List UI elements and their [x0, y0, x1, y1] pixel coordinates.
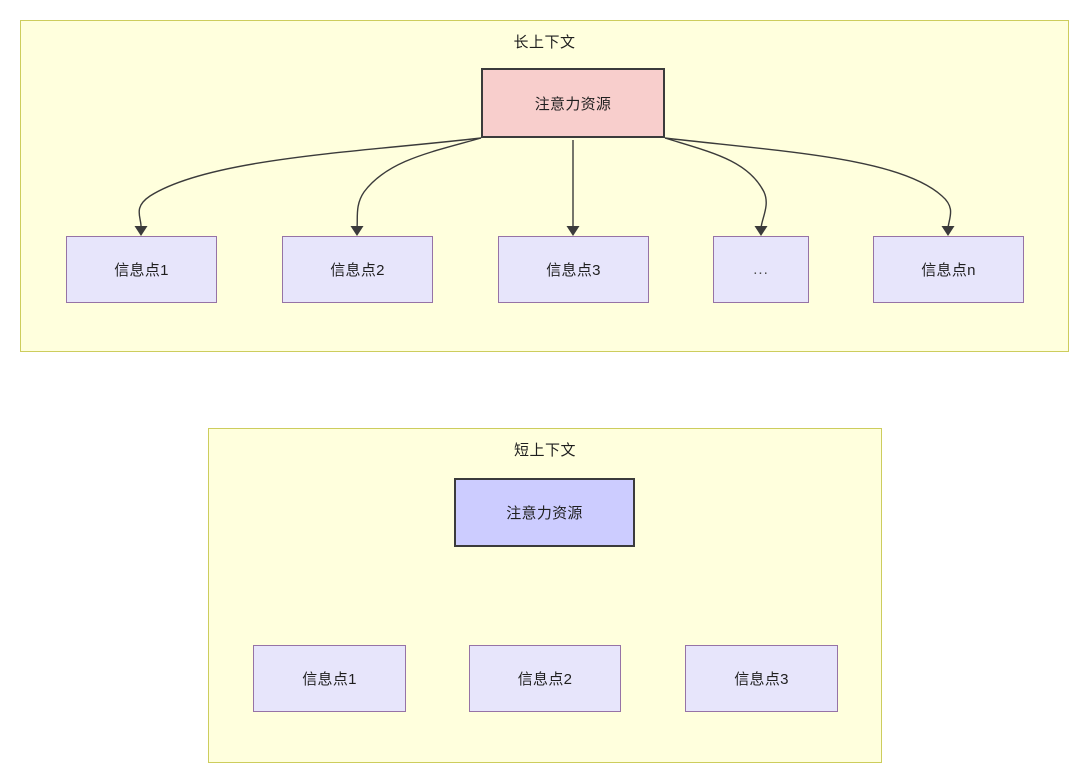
long-info-label-ellipsis: ... [753, 261, 769, 278]
long-info-node-3[interactable]: 信息点3 [498, 236, 649, 303]
short-info-node-1[interactable]: 信息点1 [253, 645, 406, 712]
long-info-node-n[interactable]: 信息点n [873, 236, 1024, 303]
short-info-label-2: 信息点2 [517, 671, 573, 688]
short-info-label-1: 信息点1 [302, 671, 357, 688]
long-info-label-n: 信息点n [921, 262, 976, 279]
long-info-label-2: 信息点2 [330, 262, 385, 279]
short-attention-resource-node[interactable]: 注意力资源 [454, 478, 635, 547]
long-info-node-1[interactable]: 信息点1 [66, 236, 217, 303]
short-info-node-2[interactable]: 信息点2 [469, 645, 621, 712]
short-info-node-3[interactable]: 信息点3 [685, 645, 838, 712]
short-context-title: 短上下文 [513, 442, 576, 459]
long-attention-resource-label: 注意力资源 [534, 95, 612, 113]
long-info-label-1: 信息点1 [114, 262, 169, 279]
long-context-title: 长上下文 [513, 34, 576, 51]
short-info-label-3: 信息点3 [734, 671, 789, 688]
long-info-node-ellipsis[interactable]: ... [713, 236, 809, 303]
long-attention-resource-node[interactable]: 注意力资源 [481, 68, 665, 138]
long-info-label-3: 信息点3 [546, 262, 601, 279]
short-attention-resource-label: 注意力资源 [506, 505, 583, 522]
long-info-node-2[interactable]: 信息点2 [282, 236, 433, 303]
